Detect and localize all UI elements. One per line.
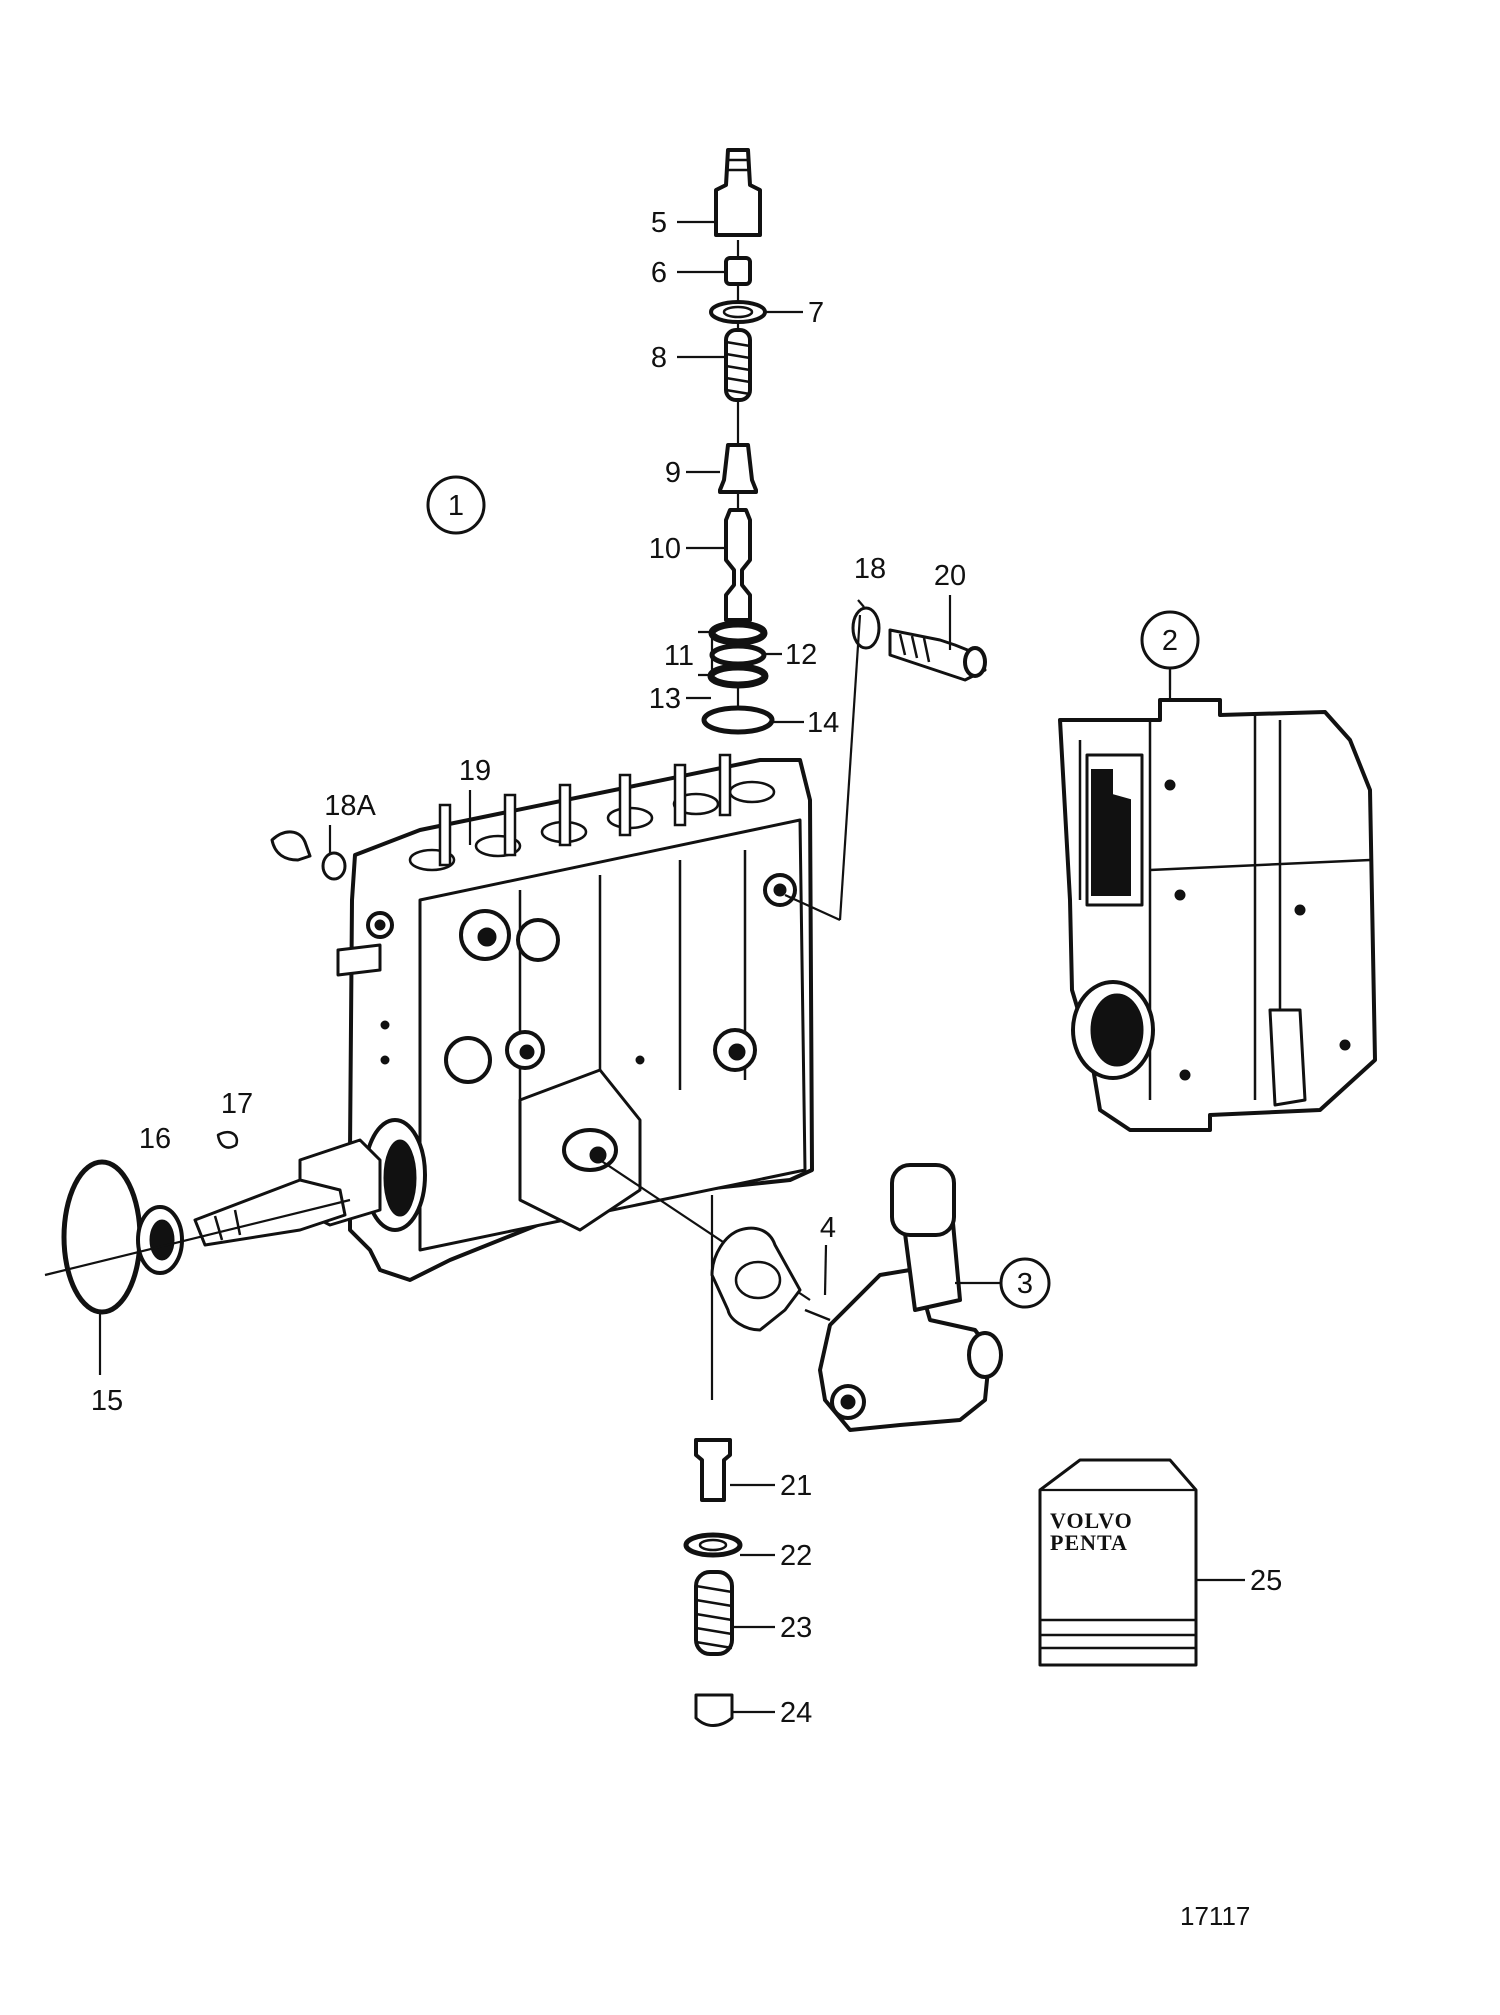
label-16: 16 [139, 1123, 171, 1155]
label-24: 24 [780, 1697, 812, 1729]
leader-lines [98, 220, 1245, 1714]
label-18a: 18A [324, 790, 376, 822]
figure-number: 17117 [1180, 1901, 1250, 1931]
label-14: 14 [807, 707, 839, 739]
label-21: 21 [780, 1470, 812, 1502]
callout-2: 2 [1140, 610, 1200, 670]
label-20: 20 [934, 560, 966, 592]
svg-text:3: 3 [1017, 1268, 1033, 1300]
callout-1: 1 [426, 475, 486, 535]
label-9: 9 [665, 457, 681, 489]
roller-tappet-stack [683, 1195, 743, 1727]
manual-brand-line1: VOLVO [1050, 1508, 1133, 1533]
label-18: 18 [854, 553, 886, 585]
label-12: 12 [785, 639, 817, 671]
label-8: 8 [651, 342, 667, 374]
label-7: 7 [808, 297, 824, 329]
pump-housing [336, 753, 814, 1282]
label-23: 23 [780, 1612, 812, 1644]
label-10: 10 [649, 533, 681, 565]
callout-3: 3 [955, 1257, 1051, 1309]
label-19: 19 [459, 755, 491, 787]
label-22: 22 [780, 1540, 812, 1572]
plug-screw [270, 830, 347, 881]
label-4: 4 [820, 1212, 836, 1244]
shaft-seal [44, 1159, 351, 1315]
banjo-bolt [784, 606, 987, 922]
feed-pump [599, 1159, 1003, 1432]
label-11: 11 [664, 640, 694, 672]
label-17: 17 [221, 1088, 253, 1120]
label-5: 5 [651, 207, 667, 239]
workshop-manual: VOLVO PENTA [1038, 1458, 1198, 1667]
label-25: 25 [1250, 1565, 1282, 1597]
label-13: 13 [649, 683, 681, 715]
delivery-valve-stack [701, 148, 775, 735]
svg-text:2: 2 [1162, 625, 1178, 657]
part-labels: 5 6 7 8 9 10 11 12 13 14 15 16 17 18 18A… [91, 207, 1282, 1729]
governor-housing [1058, 660, 1377, 1132]
label-15: 15 [91, 1385, 123, 1417]
manual-brand-line2: PENTA [1050, 1530, 1128, 1555]
label-6: 6 [651, 257, 667, 289]
svg-text:1: 1 [448, 490, 464, 522]
